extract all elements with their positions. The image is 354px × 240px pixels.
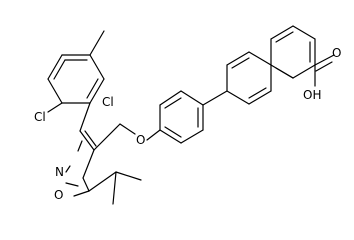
- atom-label-o-carbonyl: O: [332, 46, 341, 60]
- c-cl-bond-top: [89, 30, 105, 56]
- structure-svg: Cl Cl O N O O OH: [34, 25, 341, 205]
- biaryl-bond: [202, 90, 228, 106]
- atom-label-cl-top: Cl: [102, 95, 114, 109]
- atom-label-o-ring: O: [54, 188, 63, 202]
- naphthalene-ring-left: [226, 51, 272, 105]
- aryl-isoxazole-bond: [79, 102, 91, 132]
- atom-label-oh: OH: [303, 88, 321, 102]
- atom-label-cl-left: Cl: [34, 110, 46, 124]
- ch2-o-bond: [119, 123, 136, 135]
- chemical-structure-diagram: Cl Cl O N O O OH: [34, 25, 341, 205]
- c-cl-bond-left: [47, 102, 63, 113]
- ch2-bond: [93, 123, 121, 151]
- isopropyl-group: [88, 171, 142, 205]
- atom-label-n-ring: N: [55, 165, 64, 179]
- phenylene-ring: [159, 90, 204, 144]
- atom-label-o-ether: O: [136, 133, 145, 147]
- dichlorophenyl-ring: [47, 54, 105, 104]
- isoxazole-ring: [65, 130, 97, 197]
- carboxylic-acid-group: [314, 54, 335, 87]
- o-aryl-bond: [146, 129, 161, 141]
- naphthalene-ring-right: [270, 25, 316, 79]
